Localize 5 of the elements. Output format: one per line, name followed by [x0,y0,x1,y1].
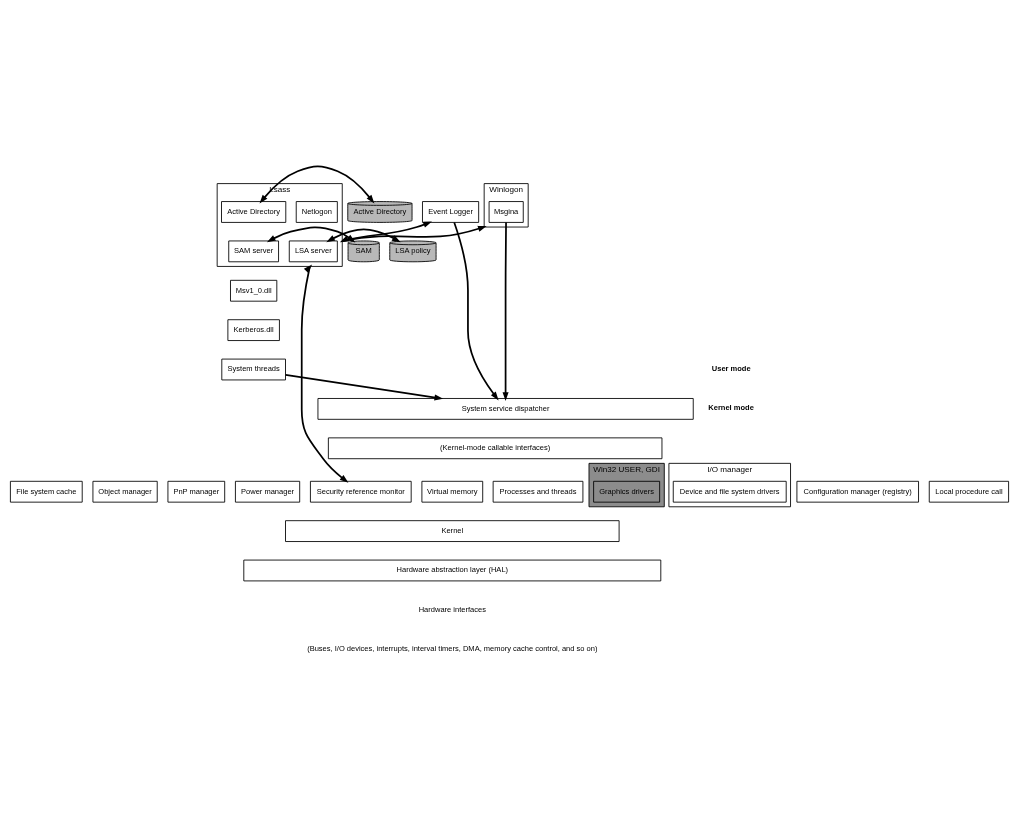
arrow [453,221,499,400]
arrow [259,164,375,204]
arrow [284,373,444,401]
arrow [300,264,349,483]
arrow [502,221,509,401]
